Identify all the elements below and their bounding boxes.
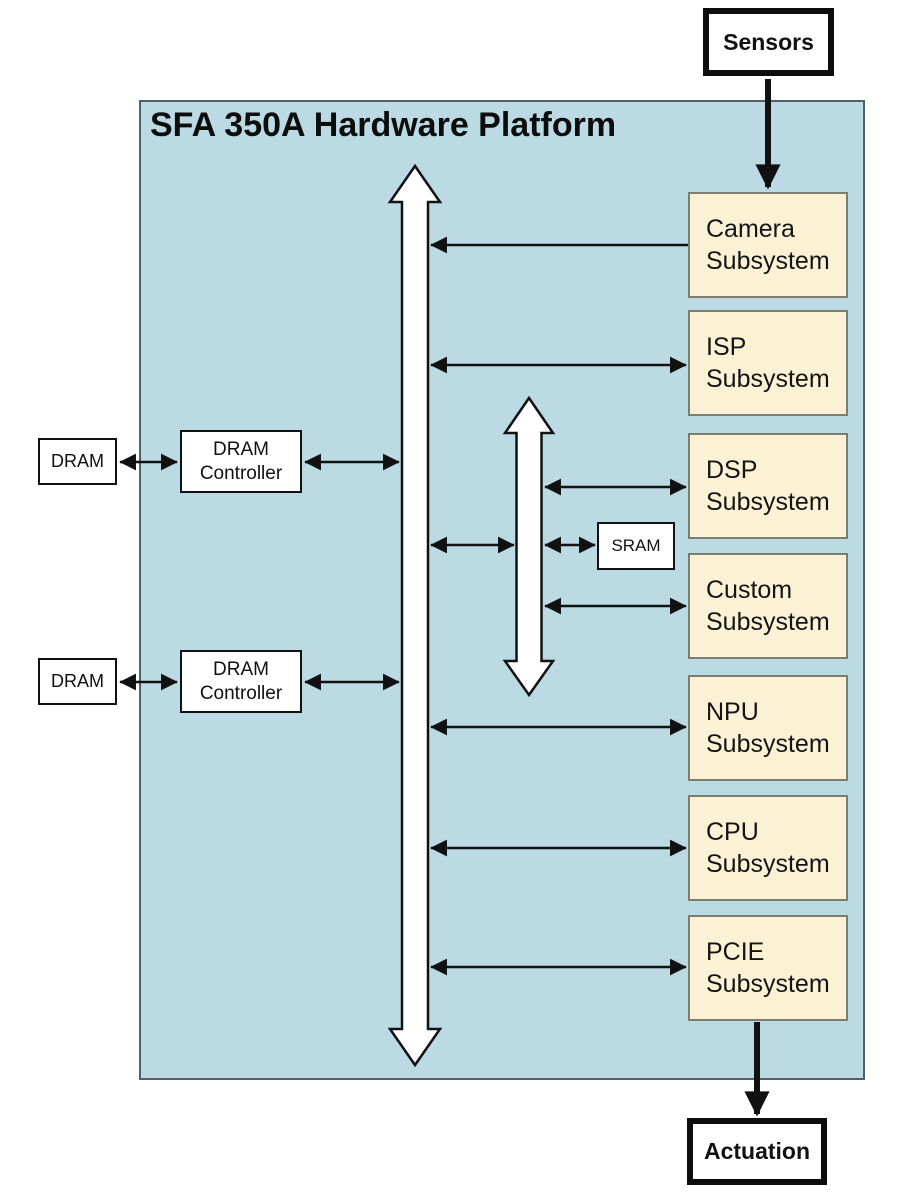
custom-subsystem-box: Custom Subsystem	[688, 553, 848, 659]
dsp-subsystem-box: DSP Subsystem	[688, 433, 848, 539]
platform-title: SFA 350A Hardware Platform	[150, 106, 617, 144]
sram-box: SRAM	[597, 522, 675, 570]
camera-subsystem-box: Camera Subsystem	[688, 192, 848, 298]
sensors-box: Sensors	[703, 8, 834, 76]
dram-controller2-box: DRAM Controller	[180, 650, 302, 713]
pcie-subsystem-box: PCIE Subsystem	[688, 915, 848, 1021]
dram2-box: DRAM	[38, 658, 117, 705]
cpu-subsystem-box: CPU Subsystem	[688, 795, 848, 901]
isp-subsystem-box: ISP Subsystem	[688, 310, 848, 416]
actuation-box: Actuation	[687, 1118, 827, 1185]
dram-controller1-box: DRAM Controller	[180, 430, 302, 493]
npu-subsystem-box: NPU Subsystem	[688, 675, 848, 781]
dram1-box: DRAM	[38, 438, 117, 485]
